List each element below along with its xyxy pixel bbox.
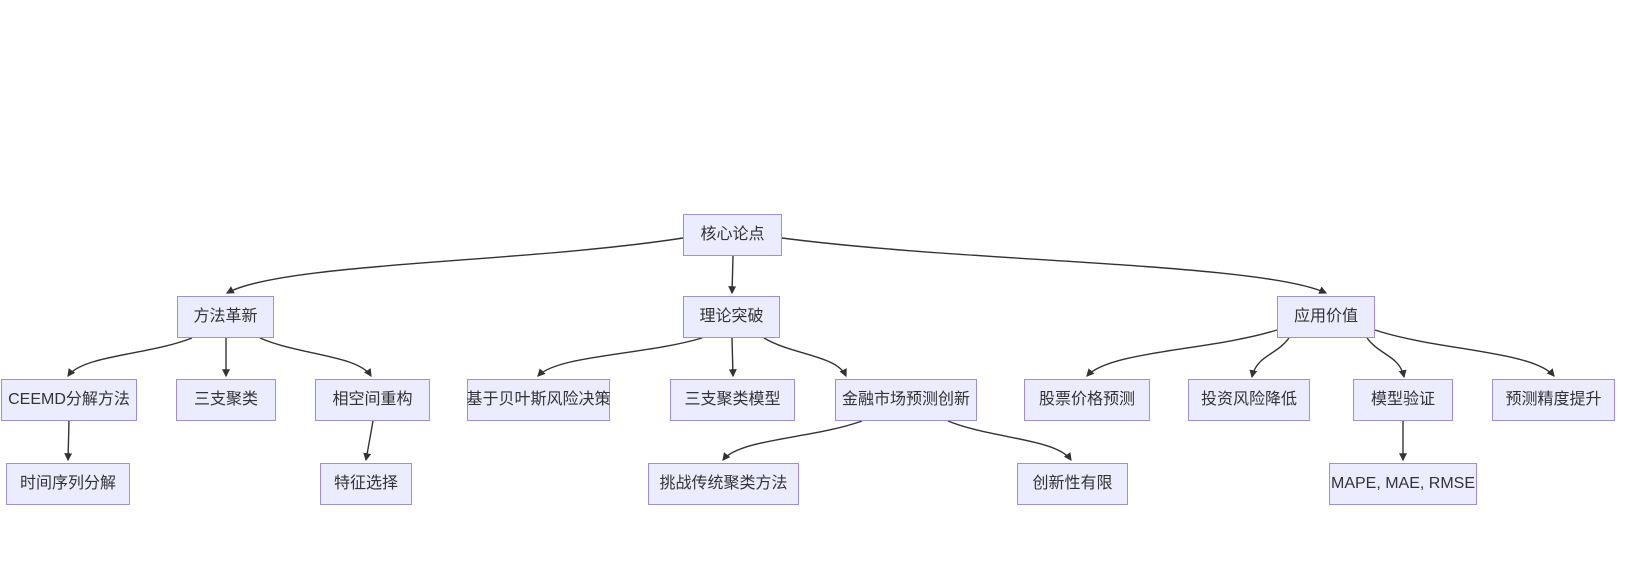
edge-method-phase <box>259 337 372 378</box>
edge-phase-feature <box>363 420 374 462</box>
flowchart-node-ceemd: CEEMD分解方法 <box>1 379 137 421</box>
edge-root-theory <box>728 255 737 295</box>
edge-theory-bayes <box>537 337 703 377</box>
flowchart-node-threeway: 三支聚类 <box>176 379 276 421</box>
node-label: 三支聚类模型 <box>684 391 781 408</box>
flowchart-node-accuracy: 预测精度提升 <box>1492 379 1615 421</box>
edge-finance-limited <box>947 420 1072 461</box>
node-label: 相空间重构 <box>332 391 413 408</box>
flowchart-node-metrics: MAPE, MAE, RMSE <box>1329 463 1477 505</box>
node-label: 预测精度提升 <box>1505 391 1602 408</box>
flowchart-node-twcmodel: 三支聚类模型 <box>670 379 795 421</box>
edge-root-method <box>225 237 684 294</box>
node-label: CEEMD分解方法 <box>8 391 130 408</box>
edge-value-accuracy <box>1374 329 1555 377</box>
node-label: 创新性有限 <box>1032 475 1113 492</box>
flowchart-node-limited: 创新性有限 <box>1017 463 1128 505</box>
node-label: 三支聚类 <box>193 391 258 408</box>
node-label: 投资风险降低 <box>1200 391 1297 408</box>
flowchart-node-theory: 理论突破 <box>683 296 780 338</box>
node-label: 模型验证 <box>1370 391 1435 408</box>
node-label: 基于贝叶斯风险决策 <box>466 391 611 408</box>
node-label: 时间序列分解 <box>19 475 116 492</box>
edge-finance-challenge <box>722 420 863 461</box>
flowchart-node-method: 方法革新 <box>177 296 274 338</box>
edge-value-stock <box>1086 329 1278 377</box>
flowchart-node-feature: 特征选择 <box>320 463 412 505</box>
flowchart-node-phase: 相空间重构 <box>315 379 430 421</box>
node-label: 方法革新 <box>193 308 258 325</box>
flowchart-node-stock: 股票价格预测 <box>1024 379 1150 421</box>
edge-root-value <box>781 237 1328 294</box>
flowchart-node-root: 核心论点 <box>683 214 782 256</box>
edge-method-ceemd <box>67 337 193 377</box>
flowchart-node-tsd: 时间序列分解 <box>6 463 130 505</box>
node-label: 理论突破 <box>699 308 764 325</box>
node-label: 金融市场预测创新 <box>841 391 970 408</box>
node-label: 应用价值 <box>1293 308 1358 325</box>
flowchart-node-value: 应用价值 <box>1277 296 1375 338</box>
node-label: 股票价格预测 <box>1038 391 1135 408</box>
node-label: 特征选择 <box>333 475 398 492</box>
edge-theory-twcmodel <box>728 337 737 378</box>
flowchart-node-finance: 金融市场预测创新 <box>835 379 977 421</box>
edge-value-risk <box>1249 337 1290 379</box>
flowchart-node-challenge: 挑战传统聚类方法 <box>648 463 799 505</box>
flowchart-node-modelval: 模型验证 <box>1353 379 1453 421</box>
flowchart-node-risk: 投资风险降低 <box>1188 379 1310 421</box>
edge-ceemd-tsd <box>64 420 73 462</box>
node-label: MAPE, MAE, RMSE <box>1330 475 1476 492</box>
edge-theory-finance <box>763 337 847 378</box>
node-label: 核心论点 <box>700 226 765 243</box>
node-label: 挑战传统聚类方法 <box>659 475 788 492</box>
flowchart-node-bayes: 基于贝叶斯风险决策 <box>466 379 611 421</box>
edge-value-modelval <box>1366 337 1407 379</box>
